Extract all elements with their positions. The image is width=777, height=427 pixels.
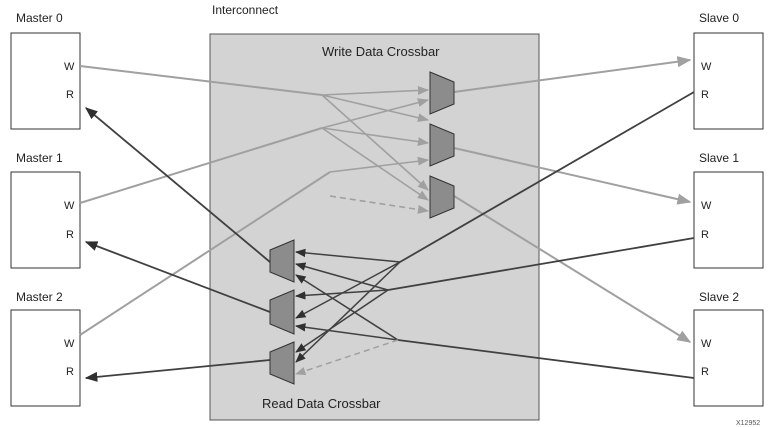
master-2-r-port: R: [66, 366, 74, 378]
master-1-r-port: R: [66, 229, 74, 241]
slave-2-box: [693, 309, 764, 407]
read-slave-paths: [387, 91, 695, 379]
write-fanout: [321, 85, 430, 214]
slave-2: Slave 2 W R: [693, 290, 764, 407]
read-slave1-out: [387, 237, 695, 291]
write-mux1-to-slave1: [453, 147, 692, 205]
master-2-label: Master 2: [16, 290, 63, 304]
read-mux-1: [269, 289, 295, 335]
write-mux-2: [429, 175, 455, 219]
slave-1: Slave 1 W R: [693, 151, 764, 269]
slave-0-w-port: W: [701, 61, 712, 73]
master-1-w-port: W: [64, 200, 75, 212]
write-path-master1: [79, 127, 323, 204]
write-mux-1: [429, 123, 455, 167]
fanout-s1-to-rmux1: [294, 289, 389, 300]
slave-0-label: Slave 0: [699, 11, 739, 25]
read-rmux1-to-master1: [84, 241, 271, 313]
fanout-s0-to-rmux1: [295, 261, 401, 319]
fanout-s2-to-rmux0: [295, 274, 399, 341]
slave-2-label: Slave 2: [699, 290, 739, 304]
fanout-m1-to-mux2: [321, 127, 429, 201]
read-muxes: [269, 239, 295, 385]
slave-0-box: [693, 32, 764, 130]
slave-0-r-port: R: [701, 89, 709, 101]
read-rmux0-to-master0: [85, 107, 271, 263]
write-mux2-to-slave2: [453, 195, 692, 343]
write-muxes: [429, 71, 455, 219]
fanout-m1-to-mux1: [321, 127, 430, 147]
slave-1-box: [693, 171, 764, 269]
fanout-s0-to-rmux2: [295, 261, 401, 363]
master-1-label: Master 1: [16, 151, 63, 165]
slave-1-w-port: W: [701, 200, 712, 212]
fanout-s1-to-rmux2: [295, 289, 389, 353]
figure-id: X12952: [736, 420, 760, 427]
fanout-s2-to-rmux2-dashed: [295, 339, 399, 375]
fanout-s0-to-rmux0: [294, 248, 401, 263]
master-1-box: [10, 171, 81, 269]
slave-2-r-port: R: [701, 366, 709, 378]
master-1: Master 1 W R: [10, 151, 81, 269]
fanout-s2-to-rmux1: [294, 323, 399, 341]
master-2-w-port: W: [64, 338, 75, 350]
read-fanout: [294, 248, 401, 375]
master-0-label: Master 0: [16, 11, 63, 25]
interconnect-box: [209, 33, 540, 421]
slave-1-label: Slave 1: [699, 151, 739, 165]
read-master-paths: [84, 107, 271, 382]
slave-0: Slave 0 W R: [693, 11, 764, 130]
write-path-master2: [79, 171, 331, 336]
read-rmux2-to-master2: [84, 359, 271, 382]
fanout-m0-to-mux1: [321, 94, 430, 123]
write-path-master0: [79, 65, 323, 96]
master-0: Master 0 W R: [10, 11, 81, 130]
master-2: Master 2 W R: [10, 290, 81, 407]
read-crossbar-label: Read Data Crossbar: [262, 396, 381, 411]
read-slave0-out: [399, 91, 695, 263]
interconnect-title: Interconnect: [212, 3, 279, 17]
fanout-m0-to-mux0: [321, 85, 430, 96]
read-slave2-out: [397, 339, 695, 379]
fanout-m2-to-mux1: [329, 156, 430, 173]
master-0-box: [10, 32, 81, 130]
fanout-m0-to-mux2: [321, 94, 429, 191]
master-0-r-port: R: [66, 89, 74, 101]
slave-1-r-port: R: [701, 229, 709, 241]
write-crossbar-label: Write Data Crossbar: [322, 44, 440, 59]
write-mux0-to-slave0: [453, 56, 692, 93]
master-0-w-port: W: [64, 61, 75, 73]
fanout-m2-to-mux2-dashed: [329, 195, 430, 214]
write-mux-0: [429, 71, 455, 115]
write-slave-paths: [453, 56, 692, 343]
write-master-paths: [79, 65, 331, 336]
slave-2-w-port: W: [701, 338, 712, 350]
read-mux-0: [269, 239, 295, 283]
read-mux-2: [269, 341, 295, 385]
fanout-s1-to-rmux0: [294, 262, 389, 291]
fanout-m1-to-mux0: [321, 98, 430, 129]
master-2-box: [10, 309, 81, 407]
